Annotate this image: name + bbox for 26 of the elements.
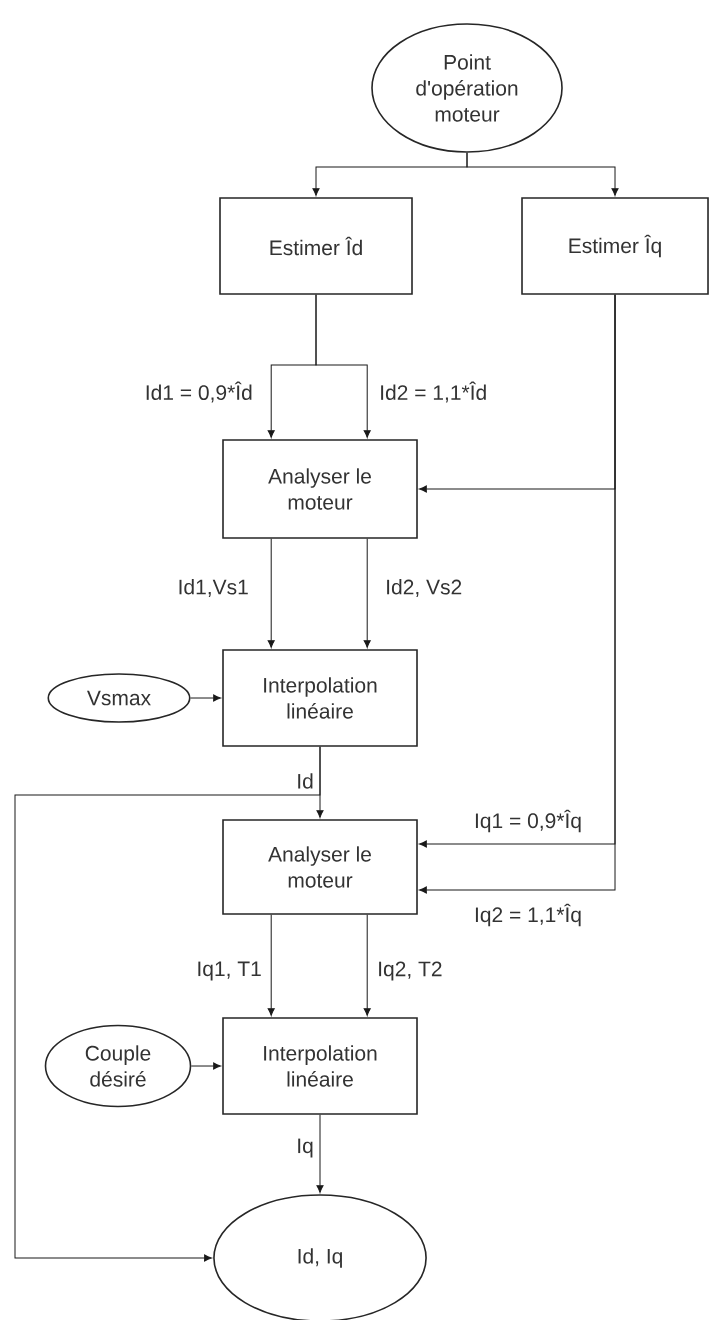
- edge-label: Iq1, T1: [195, 960, 263, 982]
- arrow: [267, 538, 275, 648]
- arrow: [316, 1114, 324, 1193]
- process-box: Estimer Îq: [521, 197, 709, 295]
- arrow: [466, 152, 619, 196]
- arrow: [315, 294, 371, 438]
- edge-label: Id1 = 0,9*Îd: [143, 380, 254, 404]
- arrow: [14, 746, 321, 1262]
- process-box: Interpolation linéaire: [222, 1017, 418, 1115]
- arrow: [190, 694, 221, 702]
- edge-label: Id2 = 1,1*Îd: [378, 380, 489, 404]
- edge-label: Id2, Vs2: [384, 578, 464, 598]
- arrow: [363, 914, 371, 1016]
- edge-label: Iq1 = 0,9*Îq: [473, 808, 583, 834]
- edge-label: Id: [295, 772, 315, 790]
- process-box: Estimer Îd: [219, 197, 413, 295]
- edge-label: Iq: [295, 1137, 315, 1159]
- arrow: [363, 538, 371, 648]
- process-box: Interpolation linéaire: [222, 649, 418, 747]
- process-box: Analyser le moteur: [222, 819, 418, 915]
- process-box: Analyser le moteur: [222, 439, 418, 539]
- edge-label: Iq2, T2: [376, 960, 444, 982]
- edge-label: Iq2 = 1,1*Îq: [473, 902, 583, 928]
- edge-label: Id1,Vs1: [176, 578, 250, 598]
- arrow: [267, 914, 275, 1016]
- arrow: [190, 1062, 221, 1070]
